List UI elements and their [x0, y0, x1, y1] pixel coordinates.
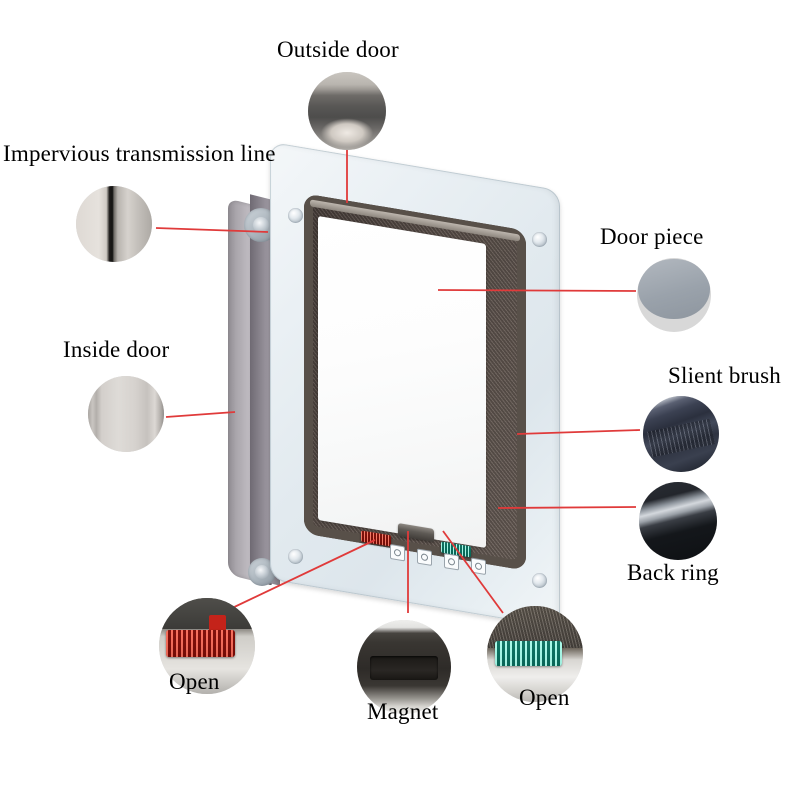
door-flap[interactable]: [318, 215, 486, 549]
dark-ridged-ring-icon: [643, 396, 719, 472]
label-outside-door: Outside door: [277, 37, 399, 62]
detail-circle-open-teal: [487, 606, 583, 702]
slider-housing: [159, 598, 255, 629]
screw-hole-bottom-left: [288, 549, 303, 564]
slider-ridges: [494, 640, 562, 666]
label-open-teal: Open: [519, 685, 570, 710]
detail-circle-magnet: [357, 620, 451, 714]
magnet-block-icon: [357, 620, 451, 714]
teal-slider-body: [494, 640, 562, 666]
brush-ridges: [647, 418, 715, 458]
magnet-slot: [370, 655, 438, 681]
screw-hole-bottom-right: [532, 573, 547, 588]
lock-mode-icon: [471, 557, 486, 575]
label-open-red: Open: [169, 669, 220, 694]
label-inside-door: Inside door: [63, 337, 170, 362]
disc-top-face: [638, 259, 710, 319]
detail-circle-open-red: [159, 598, 255, 694]
detail-circle-slient-brush: [643, 396, 719, 472]
mounting-bolt-icon: [255, 565, 269, 579]
teal-slider-icon: [487, 606, 583, 702]
grey-knob-icon: [308, 72, 386, 150]
red-slider-body: [165, 629, 235, 657]
detail-circle-outside-door: [308, 72, 386, 150]
mounting-bolt-icon: [253, 217, 269, 233]
pet-door-product: [222, 141, 562, 629]
brushed-panel-icon: [88, 376, 164, 452]
detail-circle-door-piece: [637, 258, 711, 332]
grey-disc-icon: [637, 258, 711, 332]
detail-circle-back-ring: [639, 482, 717, 560]
label-magnet: Magnet: [367, 699, 439, 724]
slider-ridges: [165, 629, 235, 657]
label-back-ring: Back ring: [627, 560, 719, 585]
seam-line-icon: [76, 186, 152, 262]
lock-mode-icon: [444, 552, 459, 571]
screw-hole-top-right: [532, 232, 547, 247]
label-slient-brush: Slient brush: [668, 363, 781, 388]
red-slider-tab: [208, 615, 227, 633]
detail-circle-inside-door: [88, 376, 164, 452]
label-impervious-transmission-line: Impervious transmission line: [3, 141, 276, 166]
screw-hole-top-left: [288, 208, 303, 223]
lock-mode-icon: [390, 543, 405, 561]
label-door-piece: Door piece: [600, 224, 704, 249]
detail-circle-impervious-transmission-line: [76, 186, 152, 262]
red-slider-icon: [159, 598, 255, 694]
lock-mode-icon: [417, 547, 432, 566]
dark-band-ring-icon: [639, 482, 717, 560]
